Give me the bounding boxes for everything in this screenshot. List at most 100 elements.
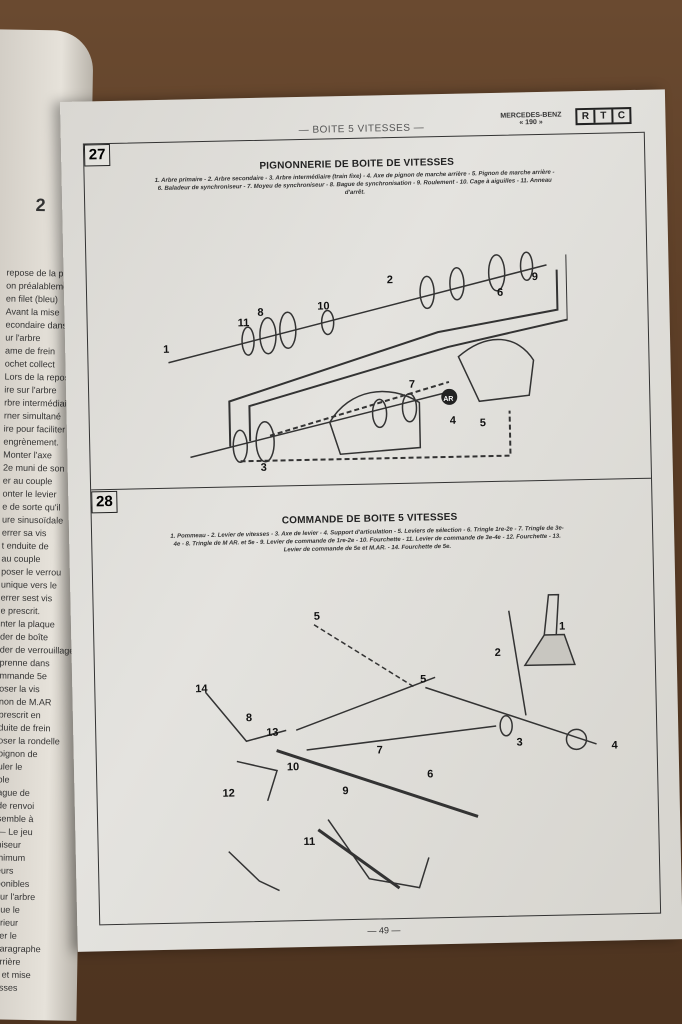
left-page-text: rbre intermédiaire: [4, 397, 75, 409]
left-page-text: inimum: [0, 852, 26, 863]
left-page-text: paragraphe: [0, 943, 41, 955]
callout: 12: [222, 787, 234, 799]
left-page-text: 2: [35, 195, 46, 216]
left-page-text: que le: [0, 904, 20, 915]
left-page-text: econdaire dans: [5, 319, 68, 331]
left-page-text: Monter l'axe: [3, 449, 53, 461]
left-page-text: de renvoi: [0, 800, 35, 812]
left-page-text: ure sinusoïdale: [2, 514, 64, 526]
callout: 9: [532, 271, 538, 283]
left-page-text: en filet (bleu): [5, 293, 59, 305]
left-page-text: rner simultané: [3, 410, 62, 422]
svg-text:AR: AR: [443, 396, 453, 403]
left-page-text: poser le verrou: [1, 566, 62, 578]
figure-27-title: PIGNONNERIE DE BOITE DE VITESSES: [259, 156, 455, 172]
figure-28-legend: 1. Pommeau - 2. Levier de vitesses - 3. …: [170, 525, 564, 554]
callout: 1: [163, 344, 169, 356]
page-number: — 49 —: [367, 925, 401, 936]
left-page-text: duite de frein: [0, 722, 51, 734]
left-page-text: ame de frein: [4, 345, 56, 357]
left-page-text: t enduite de: [1, 540, 49, 552]
callout: 11: [303, 836, 315, 848]
left-page-text: ponibles: [0, 878, 30, 889]
left-page-text: nter la plaque: [0, 618, 55, 630]
left-page-text: ire pour faciliter: [3, 423, 66, 435]
callout: 8: [257, 307, 263, 319]
figures-frame: 27 PIGNONNERIE DE BOITE DE VITESSES 1. A…: [82, 131, 662, 926]
left-page-text: uler le: [0, 761, 23, 772]
figure-27-number: 27: [83, 143, 111, 167]
left-page-text: er au couple: [2, 475, 53, 487]
left-page-text: sur l'arbre: [0, 891, 36, 903]
callout: 3: [261, 462, 267, 474]
callout: 4: [450, 415, 457, 427]
logo-letter: T: [593, 109, 612, 123]
left-page-text: semble à: [0, 813, 34, 825]
left-page-text: arrière: [0, 956, 21, 967]
callout: 1: [559, 621, 565, 633]
left-page-text: 2e muni de son: [2, 462, 65, 474]
left-page-text: — Le jeu: [0, 826, 33, 838]
gear-shift-linkage-diagram: 1 2 3 4 5 5 6 7 8 9 10 11 12 13 14: [195, 593, 619, 892]
left-page-text: ble: [0, 774, 10, 785]
left-page-text: onter le levier: [2, 488, 57, 500]
logo-letter: C: [611, 109, 630, 123]
left-page-text: ur l'arbre: [5, 332, 41, 344]
left-page-text: pignon de: [0, 748, 38, 760]
left-page-text: Lors de la repose: [4, 371, 75, 383]
left-page-text: au couple: [1, 553, 41, 565]
callout: 14: [195, 683, 208, 695]
callout: 10: [317, 300, 329, 312]
callout: 5: [480, 417, 486, 429]
left-page-text: e et mise: [0, 969, 31, 981]
logo-letter: R: [581, 110, 590, 123]
left-page-text: niseur: [0, 839, 22, 850]
left-page-text: unique vers le: [0, 579, 58, 591]
left-page-text: oser la rondelle: [0, 735, 60, 747]
callout: 11: [238, 317, 250, 329]
left-page-text: érieur: [0, 917, 19, 928]
callout: 7: [409, 379, 415, 391]
left-page-text: der de boîte: [0, 631, 49, 643]
figure-28-number: 28: [91, 490, 118, 514]
callout: 2: [387, 274, 393, 286]
left-page-text: ochet collect: [4, 358, 55, 370]
model-name: « 190 »: [519, 118, 543, 127]
left-page-text: ague de: [0, 787, 30, 798]
callout: 10: [287, 761, 299, 773]
callout: 6: [497, 287, 503, 299]
figure-divider: [91, 477, 652, 491]
left-page-text: errer sa vis: [1, 527, 47, 539]
manual-page: — BOITE 5 VITESSES — MERCEDES-BENZ « 190…: [60, 89, 682, 952]
left-page-text: e prescrit.: [0, 605, 41, 617]
callout: 8: [246, 712, 252, 724]
left-page-text: esses: [0, 982, 18, 993]
left-page-text: ser le: [0, 930, 17, 941]
callout: 7: [377, 744, 383, 756]
figure-28-title: COMMANDE DE BOITE 5 VITESSES: [281, 511, 458, 527]
gearbox-exploded-diagram: 1 2 3 4 5 6 7 8 9 10 11 AR: [163, 251, 569, 474]
left-page-text: oser la vis: [0, 683, 40, 695]
callout: 4: [611, 739, 618, 751]
left-page-text: e de sorte qu'il: [2, 501, 61, 513]
left-page-text: prenne dans: [0, 657, 50, 669]
rtc-logo: R T C: [575, 107, 632, 126]
left-page-text: prescrit en: [0, 709, 41, 721]
callout: 9: [342, 785, 348, 797]
left-page-text: non de M.AR: [0, 696, 52, 708]
callout: 13: [266, 727, 278, 739]
left-page-text: ire sur l'arbre: [4, 384, 57, 396]
brand: MERCEDES-BENZ « 190 »: [500, 112, 561, 127]
callout: 3: [516, 736, 522, 748]
figure-27-legend: 1. Arbre primaire - 2. Arbre secondaire …: [154, 169, 555, 197]
callout: 6: [427, 768, 433, 780]
left-page-text: eurs: [0, 865, 14, 876]
callout: 5: [314, 611, 320, 623]
section-title: — BOITE 5 VITESSES —: [298, 122, 425, 137]
left-page-text: mmande 5e: [0, 670, 47, 682]
left-page-text: Avant la mise: [5, 306, 60, 318]
callout: 5: [420, 673, 426, 685]
callout: 2: [495, 647, 501, 659]
left-page-text: engrènement.: [3, 436, 60, 448]
left-page-text: errer sest vis: [0, 592, 53, 604]
